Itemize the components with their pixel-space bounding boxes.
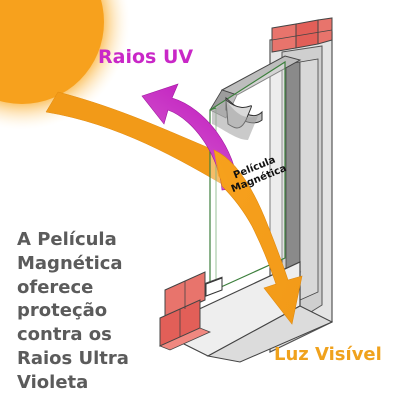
caption-line: Magnética <box>17 252 123 274</box>
caption-line: Raios Ultra <box>17 347 129 369</box>
uv-rays-label: Raios UV <box>98 46 194 68</box>
magnetic-film <box>212 96 263 140</box>
window-latch <box>205 277 223 297</box>
caption-text: A Película Magnética oferece proteção co… <box>17 228 129 395</box>
brick-wall-bottom <box>158 271 212 351</box>
caption-line: Violeta <box>17 371 89 393</box>
caption-line: proteção <box>17 300 108 322</box>
sun-icon <box>0 0 130 130</box>
caption-line: contra os <box>17 324 112 346</box>
caption-line: oferece <box>17 276 94 298</box>
brick-wall-top <box>271 17 333 53</box>
visible-light-label: Luz Visível <box>274 344 382 365</box>
visible-light-arrow-icon <box>213 149 303 325</box>
caption-line: A Película <box>17 229 117 250</box>
uv-arrow-icon <box>141 83 239 191</box>
